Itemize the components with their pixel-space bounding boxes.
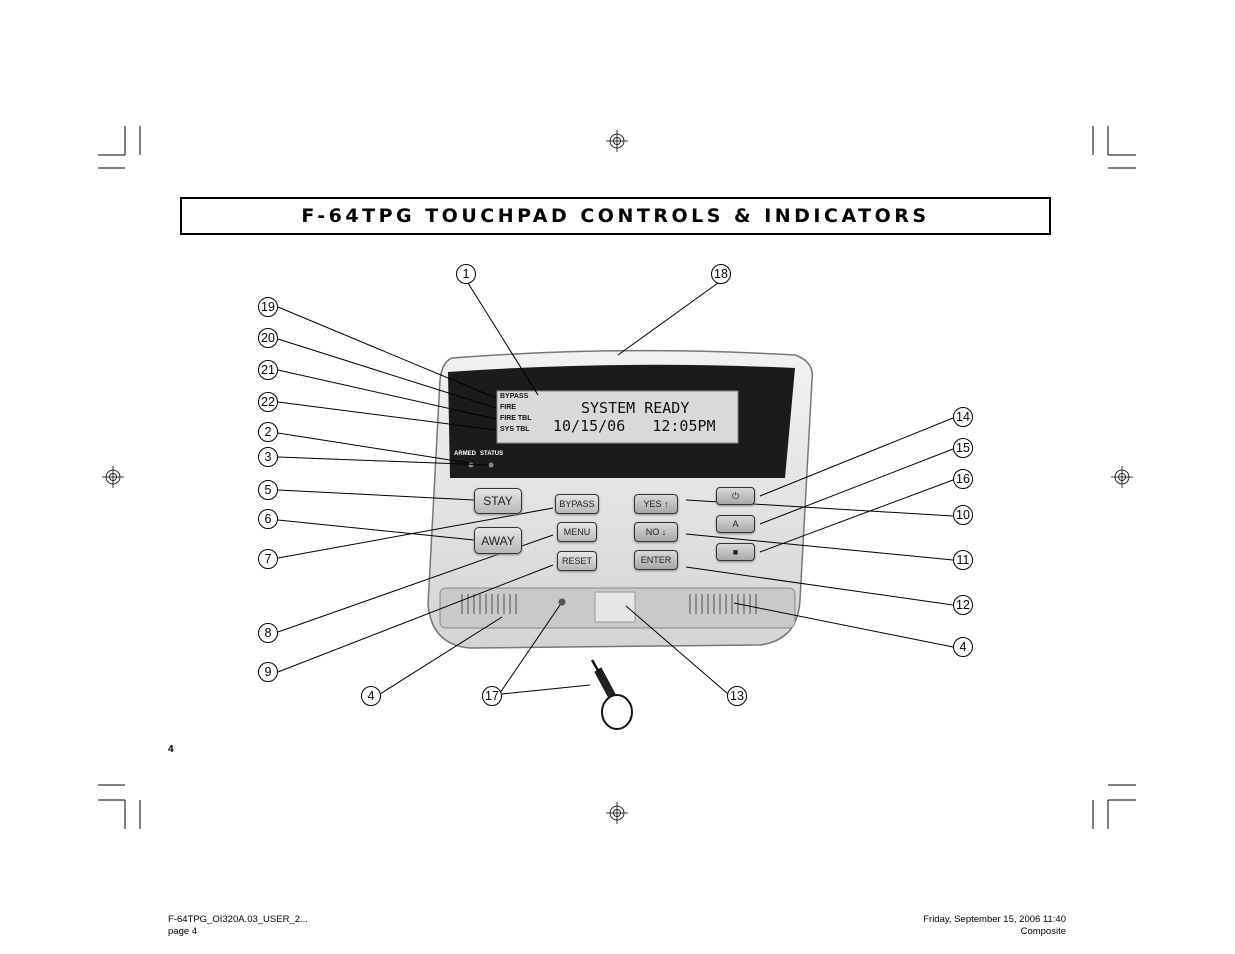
shield-icon: ■: [732, 547, 739, 557]
callout-5: 5: [258, 480, 278, 500]
crop-marks: [98, 126, 1136, 829]
indicator-fire-tbl: FIRE TBL: [500, 415, 532, 422]
lcd-line-2: 10/15/06 12:05PM: [553, 417, 716, 435]
callout-9: 9: [258, 662, 278, 682]
indicator-bypass: BYPASS: [500, 393, 529, 400]
callout-4-right: 4: [953, 637, 973, 657]
enter-key[interactable]: ENTER: [634, 550, 678, 570]
callout-7: 7: [258, 549, 278, 569]
callout-19: 19: [258, 297, 278, 317]
callout-20: 20: [258, 328, 278, 348]
callout-2: 2: [258, 422, 278, 442]
page-number: 4: [168, 744, 174, 755]
callout-13: 13: [727, 686, 747, 706]
indicator-sys-tbl: SYS TBL: [500, 426, 530, 433]
callout-14: 14: [953, 407, 973, 427]
footer-right: Friday, September 15, 2006 11:40 Composi…: [923, 914, 1066, 938]
callout-16: 16: [953, 469, 973, 489]
bypass-key[interactable]: BYPASS: [555, 494, 599, 514]
callout-4-left: 4: [361, 686, 381, 706]
indicator-fire: FIRE: [500, 404, 516, 411]
keypad-body: [427, 349, 814, 649]
callout-12: 12: [953, 595, 973, 615]
emergency-key[interactable]: ■: [716, 543, 755, 561]
callout-17: 17: [482, 686, 502, 706]
callout-10: 10: [953, 505, 973, 525]
led-status-label: STATUS: [480, 451, 504, 457]
callout-1: 1: [456, 264, 476, 284]
footer-filename: F-64TPG_OI320A.03_USER_2...: [168, 914, 308, 925]
panic-key[interactable]: ⏻: [716, 487, 755, 505]
yes-up-key[interactable]: YES ↑: [634, 494, 678, 514]
leader-lines: [277, 282, 954, 695]
callout-18: 18: [711, 264, 731, 284]
callout-6: 6: [258, 509, 278, 529]
page-title: F-64TPG TOUCHPAD CONTROLS & INDICATORS: [301, 205, 930, 227]
footer-left: F-64TPG_OI320A.03_USER_2... page 4: [168, 914, 308, 938]
callout-21: 21: [258, 360, 278, 380]
registration-marks: [102, 130, 1133, 824]
footer-timestamp: Friday, September 15, 2006 11:40: [923, 914, 1066, 925]
callout-15: 15: [953, 438, 973, 458]
callout-8: 8: [258, 623, 278, 643]
a-key[interactable]: A: [716, 515, 755, 533]
stay-key[interactable]: STAY: [474, 488, 522, 514]
footer-page: page 4: [168, 926, 198, 937]
power-icon: ⏻: [731, 490, 740, 501]
no-down-key[interactable]: NO ↓: [634, 522, 678, 542]
page-title-box: F-64TPG TOUCHPAD CONTROLS & INDICATORS: [180, 197, 1051, 235]
menu-key[interactable]: MENU: [557, 522, 597, 542]
led-armed-label: ARMED: [454, 451, 476, 457]
key-fob: [590, 659, 633, 730]
away-key[interactable]: AWAY: [474, 527, 522, 554]
lcd-line-1: SYSTEM READY: [581, 399, 690, 417]
callout-11: 11: [953, 550, 973, 570]
footer-composite: Composite: [1020, 926, 1066, 937]
reset-key[interactable]: RESET: [557, 551, 597, 571]
callout-22: 22: [258, 392, 278, 412]
callout-3: 3: [258, 447, 278, 467]
